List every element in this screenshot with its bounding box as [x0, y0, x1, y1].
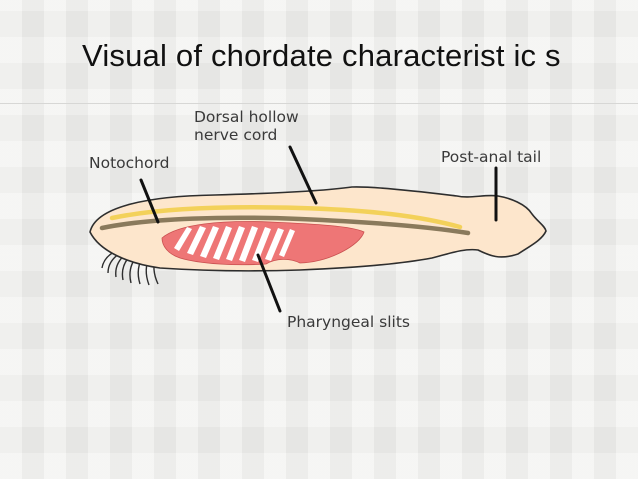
slide-title: Visual of chordate characterist ic s — [82, 38, 561, 73]
notochord — [99, 215, 471, 236]
title-divider — [0, 103, 638, 104]
label-pharyngeal-slits: Pharyngeal slits — [287, 313, 410, 331]
leader-lines — [139, 145, 498, 313]
label-notochord: Notochord — [89, 154, 169, 172]
label-post-anal-tail: Post-anal tail — [441, 148, 541, 166]
label-nerve-cord-line1: Dorsal hollow — [194, 108, 299, 126]
label-nerve-cord-line2: nerve cord — [194, 126, 277, 144]
dorsal-nerve-cord — [109, 205, 463, 230]
pharyngeal-slits — [174, 226, 295, 262]
